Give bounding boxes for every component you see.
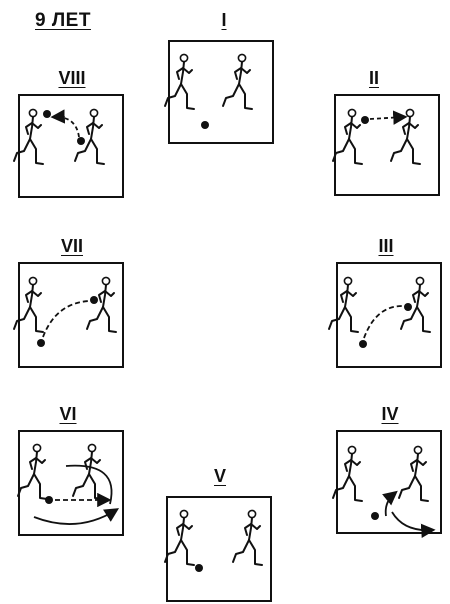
panel-III-drawing	[328, 276, 431, 348]
panel-frame-III	[336, 262, 442, 368]
page-title: 9 ЛЕТ	[35, 10, 91, 31]
panel-label-II: II	[368, 68, 380, 88]
panel-VIII-drawing	[13, 108, 105, 165]
panel-IV-drawing	[332, 445, 436, 538]
panel-label-VIII: VIII	[58, 68, 86, 88]
panel-label-VI: VI	[59, 404, 77, 424]
panel-I-drawing	[164, 53, 253, 129]
panel-frame-II	[334, 94, 440, 196]
panel-label-I: I	[221, 10, 227, 30]
panel-label-V: V	[213, 466, 227, 486]
panel-label-IV: IV	[381, 404, 399, 424]
panel-VII-drawing	[13, 276, 117, 347]
panel-label-VII: VII	[60, 236, 84, 256]
panel-VI-drawing	[17, 443, 120, 525]
panel-II-drawing	[332, 108, 421, 165]
panel-label-III: III	[378, 236, 394, 256]
panel-V-drawing	[164, 509, 263, 572]
